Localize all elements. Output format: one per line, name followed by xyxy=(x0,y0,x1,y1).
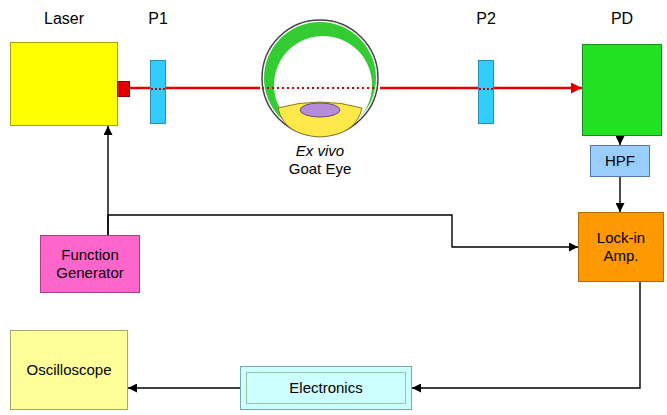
amplifier-box: Lock-in Amp. xyxy=(578,212,664,282)
laser-box: Laser xyxy=(10,42,118,126)
box-label: Electronics xyxy=(289,379,362,397)
generator-box: Function Generator xyxy=(40,235,140,293)
part-label: P1 xyxy=(148,9,168,28)
beam-path xyxy=(262,87,378,89)
box-label: HPF xyxy=(605,152,635,170)
signal-wire xyxy=(619,177,620,212)
signal-wire xyxy=(619,136,620,145)
cornea-region xyxy=(278,102,362,137)
laser-beam xyxy=(380,87,478,90)
beam-path xyxy=(479,88,493,90)
polarizer: P2 xyxy=(478,60,494,124)
polarizer: P1 xyxy=(150,60,166,124)
photodetector-box: PD xyxy=(582,44,662,136)
oscilloscope-box: Oscilloscope xyxy=(10,330,128,410)
laser-beam xyxy=(166,87,260,90)
part-label: Laser xyxy=(44,9,84,28)
laser-beam xyxy=(494,87,582,90)
signal-wire xyxy=(128,387,240,388)
part-label: Ex vivo Goat Eye xyxy=(283,142,357,178)
box-label: Oscilloscope xyxy=(26,361,111,379)
goat-eye: Ex vivo Goat Eye xyxy=(260,18,380,138)
signal-wire xyxy=(412,282,640,388)
beam-path xyxy=(151,88,165,90)
eyeball-outline xyxy=(262,20,378,136)
laser-aperture xyxy=(117,81,130,97)
electronics-box: Electronics xyxy=(240,366,412,410)
lens xyxy=(300,103,340,117)
eye-illustration xyxy=(260,18,380,138)
signal-wire xyxy=(108,215,578,247)
box-label: Lock-in Amp. xyxy=(584,229,658,265)
part-label: P2 xyxy=(476,9,496,28)
filter-box: HPF xyxy=(590,145,650,177)
box-label: Function Generator xyxy=(46,246,134,282)
part-label: PD xyxy=(611,9,633,28)
